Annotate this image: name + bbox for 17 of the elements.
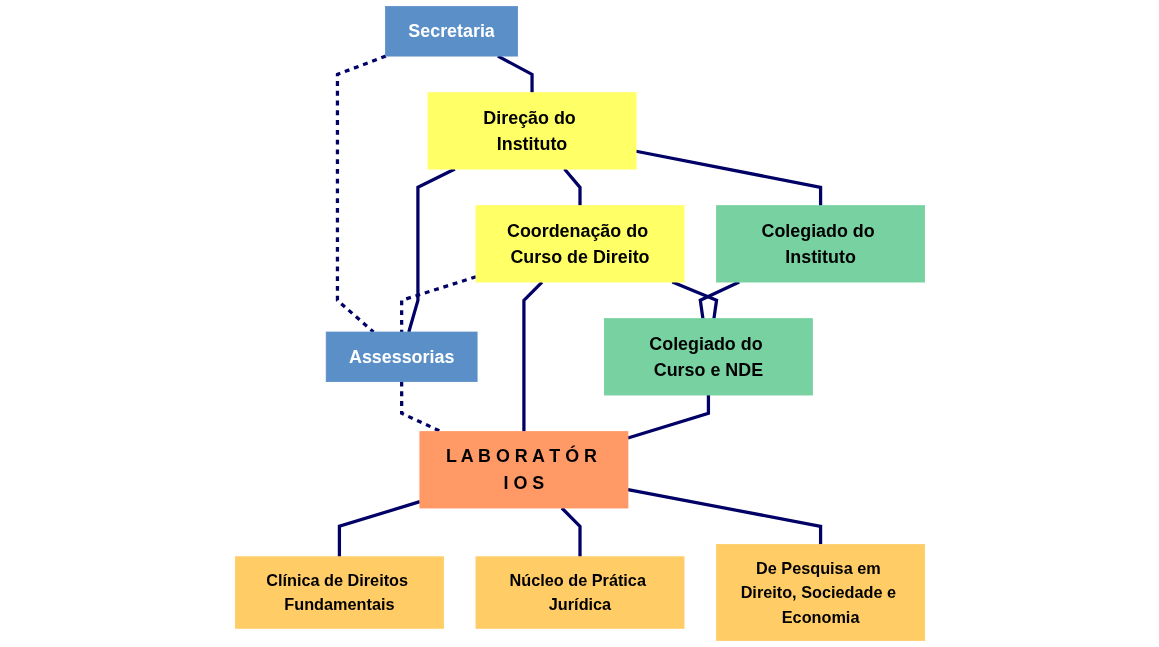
node-box: Clínica de Direitos Fundamentais (234, 556, 444, 629)
connector (562, 168, 582, 206)
node-box: De Pesquisa em Direito, Sociedade e Economia (715, 544, 925, 641)
connector (627, 488, 822, 545)
connector (335, 54, 386, 334)
node-box: Núcleo de Prática Jurídica (475, 556, 684, 629)
connector (337, 500, 420, 557)
node-box: Assessorias (325, 331, 477, 383)
node-box: L A B O R A T Ó R I O S (418, 431, 628, 509)
node-box: Coordenação do Curso de Direito (475, 205, 684, 283)
connector (399, 275, 476, 333)
node-box: Direção do Instituto (427, 92, 636, 170)
node-box: Colegiado do Instituto (715, 205, 925, 283)
connector (635, 149, 822, 206)
node-box: Secretaria (384, 6, 518, 57)
node-box: Colegiado do Curso e NDE (603, 318, 813, 396)
connector (627, 395, 710, 440)
